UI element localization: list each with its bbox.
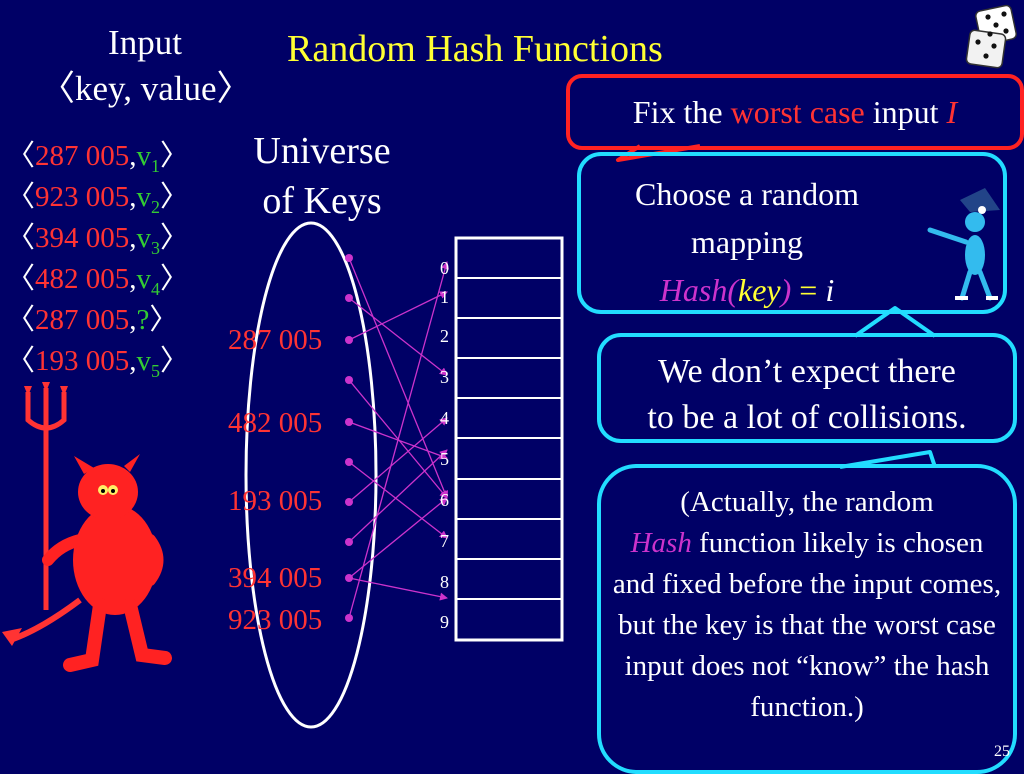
- mapping-arrows: [348, 257, 449, 619]
- table-index: 7: [440, 531, 449, 551]
- universe-key: 923 005: [228, 604, 323, 636]
- mapping-arrow: [348, 417, 448, 503]
- bubble-tail-note: [839, 450, 937, 469]
- universe-key: 482 005: [228, 407, 323, 439]
- input-header: Input 〈key, value〉: [40, 20, 252, 112]
- universe-key: 193 005: [228, 485, 323, 517]
- table-index: 2: [440, 326, 449, 346]
- bubble-collisions-line1: We don’t expect there: [658, 353, 956, 390]
- bubble-collisions-line2: to be a lot of collisions.: [647, 399, 967, 436]
- pair-item: 〈287 005,?〉: [6, 304, 179, 336]
- hash-formula: Hash(key) = i: [659, 272, 835, 308]
- table-index: 8: [440, 572, 449, 592]
- universe-label: Universe of Keys: [232, 126, 412, 226]
- pair-item: 〈923 005,v2〉: [6, 181, 190, 217]
- dice-icon: [965, 4, 1017, 69]
- bubble-choose-line1: Choose a random: [635, 176, 859, 212]
- bubble-worst-case: Fix the worst case input I: [566, 74, 1024, 150]
- table-index: 4: [440, 408, 449, 428]
- universe-key: 394 005: [228, 562, 323, 594]
- pair-item: 〈394 005,v3〉: [6, 222, 190, 258]
- bubble-collisions: We don’t expect there to be a lot of col…: [597, 333, 1017, 443]
- universe-label-line2: of Keys: [262, 180, 382, 222]
- mapping-arrow: [348, 261, 449, 619]
- mapping-arrow: [348, 297, 448, 376]
- table-index: 1: [440, 287, 449, 307]
- universe-ellipse: [244, 221, 378, 729]
- table-index: 3: [440, 367, 449, 387]
- pair-item: 〈287 005,v1〉: [6, 140, 190, 176]
- table-index: 6: [440, 490, 449, 510]
- hash-table: [454, 236, 564, 642]
- table-index: 5: [440, 449, 449, 469]
- bubble-tail-collisions: [853, 306, 937, 338]
- mapping-arrow: [348, 449, 448, 543]
- mapping-arrow: [348, 577, 448, 601]
- bubble-choose-line2: mapping: [691, 224, 803, 260]
- universe-key: 287 005: [228, 324, 323, 356]
- slide-title: Random Hash Functions: [287, 28, 663, 70]
- input-header-line1: Input: [108, 23, 182, 62]
- pair-item: 〈193 005,v5〉: [6, 345, 190, 381]
- mapping-arrow: [348, 497, 448, 579]
- page-number: 25: [994, 743, 1010, 760]
- table-index: 9: [440, 612, 449, 632]
- pair-item: 〈482 005,v4〉: [6, 263, 190, 299]
- mapping-arrow: [348, 257, 449, 499]
- devil-icon: [2, 382, 172, 672]
- mapping-arrow: [348, 291, 448, 341]
- table-index: 0: [440, 258, 449, 278]
- key-dots: [345, 254, 353, 622]
- bubble-choose-mapping: Choose a random mapping Hash(key) = i: [577, 152, 1007, 314]
- universe-label-line1: Universe: [253, 130, 391, 172]
- input-header-line2: 〈key, value〉: [40, 69, 252, 108]
- mapping-arrow: [348, 461, 448, 539]
